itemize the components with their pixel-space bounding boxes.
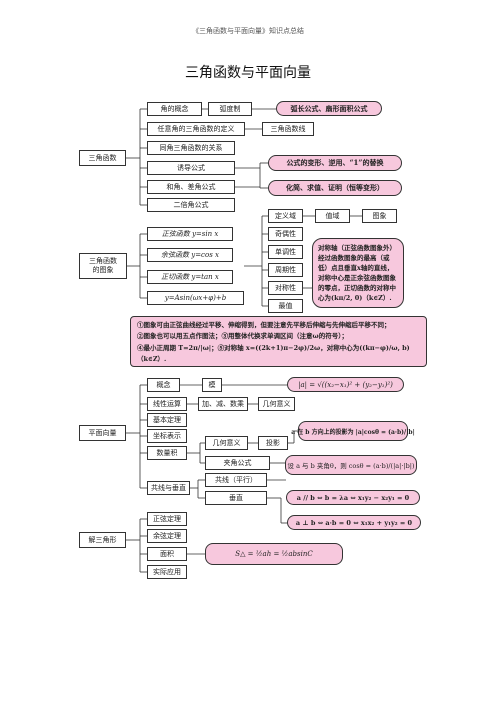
node-sin: 正弦函数 y=sin x [147, 227, 233, 241]
node-angle-formula: 夹角公式 [205, 456, 270, 470]
node-application: 实际应用 [147, 565, 187, 579]
note-simplify: 化简、求值、证明（恒等变形） [268, 180, 402, 196]
node-basic-theorem: 基本定理 [147, 413, 187, 427]
formula-area: S△ = ½ah = ½absinC [205, 543, 343, 565]
node-same-angle: 同角三角函数的关系 [147, 141, 235, 155]
prop-domain: 定义域 [268, 209, 303, 223]
prop-periodicity: 周期性 [268, 263, 303, 277]
graph-info-panel: ①图象可由正弦曲线经过平移、伸缩得到，但要注意先平移后伸缩与先伸缩后平移不同； … [130, 316, 427, 367]
node-graph: 图象 [362, 209, 397, 223]
node-geometric-1: 几何意义 [258, 397, 295, 411]
formula-projection: a 在 b 方向上的投影为 |a|cosθ = (a·b)/|b| [291, 421, 415, 441]
node-sine-law: 正弦定理 [147, 512, 187, 526]
symmetry-note-text: 对称轴（正弦函数图象外）经过函数图象的最高（或低）点且垂直x轴的直线，对称中心是… [318, 244, 396, 303]
node-coordinates: 坐标表示 [147, 429, 187, 443]
node-geometric-2: 几何意义 [205, 436, 248, 450]
document-header: 《三角函数与平面向量》知识点总结 [192, 27, 304, 35]
node-general-sine: y=Asin(ωx+φ)+b [147, 291, 244, 305]
page-title: 三角函数与平面向量 [185, 65, 311, 81]
prop-monotonicity: 单调性 [268, 245, 303, 259]
node-collinear-perp: 共线与垂直 [147, 481, 190, 495]
node-plane-vector: 平面向量 [79, 425, 126, 441]
prop-extremum: 最值 [268, 299, 303, 313]
node-area: 面积 [147, 547, 187, 561]
node-concept: 概念 [147, 378, 180, 392]
node-trig-functions: 三角函数 [79, 150, 126, 166]
node-tan: 正切函数 y=tan x [147, 270, 233, 284]
formula-modulus: |a| = √((x₂−x₁)² + (y₂−y₁)²) [287, 377, 404, 392]
node-cos: 余弦函数 y=cos x [147, 248, 233, 262]
node-cosine-law: 余弦定理 [147, 529, 187, 543]
node-solve-triangle: 解三角形 [79, 532, 126, 548]
info-line-2: ②图象也可以用五点作图法；③用整体代换求单调区间（注意ω的符号）； [137, 332, 348, 341]
node-angle-concept: 角的概念 [147, 102, 202, 116]
node-double-angle: 二倍角公式 [147, 198, 235, 212]
node-range: 值域 [315, 209, 350, 223]
node-modulus: 模 [202, 378, 222, 392]
projection-formula-text: a 在 b 方向上的投影为 |a|cosθ = (a·b)/|b| [291, 428, 415, 436]
angle-formula-text: 设 a 与 b 夹角θ，则 cosθ = (a·b)/(|a|·|b|) [287, 462, 415, 470]
prop-parity: 奇偶性 [268, 227, 303, 241]
node-projection: 投影 [258, 436, 288, 450]
note-transform: 公式的变形、逆用、“1”的替换 [268, 155, 402, 171]
node-perpendicular: 垂直 [205, 491, 267, 505]
formula-angle: 设 a 与 b 夹角θ，则 cosθ = (a·b)/(|a|·|b|) [285, 455, 417, 475]
node-induction: 诱导公式 [147, 161, 235, 175]
node-definition: 任意角的三角函数的定义 [147, 122, 245, 136]
info-line-1: ①图象可由正弦曲线经过平移、伸缩得到，但要注意先平移后伸缩与先伸缩后平移不同； [137, 321, 391, 329]
formula-perpendicular: a ⊥ b ⇔ a·b = 0 ⇔ x₁x₂ + y₁y₂ = 0 [287, 515, 421, 530]
note-arc-length: 弧长公式、扇形面积公式 [276, 101, 382, 116]
formula-parallel: a // b ⇔ b = λa ⇔ x₁y₂ − x₂y₁ = 0 [286, 490, 420, 505]
trig-graph-label: 三角函数的图象 [89, 257, 117, 274]
node-trig-line: 三角函数线 [262, 122, 314, 136]
node-trig-graph: 三角函数的图象 [79, 253, 127, 279]
node-linear-ops: 线性运算 [147, 397, 187, 411]
info-line-3: ④最小正周期 T=2π/|ω|；⑤对称轴 x=((2k+1)π−2φ)/2ω，对… [137, 343, 410, 364]
node-dot-product: 数量积 [147, 446, 187, 460]
note-symmetry: 对称轴（正弦函数图象外）经过函数图象的最高（或低）点且垂直x轴的直线，对称中心是… [312, 238, 404, 308]
node-sum-difference: 和角、差角公式 [147, 180, 235, 194]
prop-symmetry: 对称性 [268, 281, 303, 295]
node-add-sub-mul: 加、减、数乘 [198, 397, 248, 411]
node-radian: 弧度制 [208, 102, 252, 116]
node-parallel: 共线（平行） [205, 473, 267, 487]
